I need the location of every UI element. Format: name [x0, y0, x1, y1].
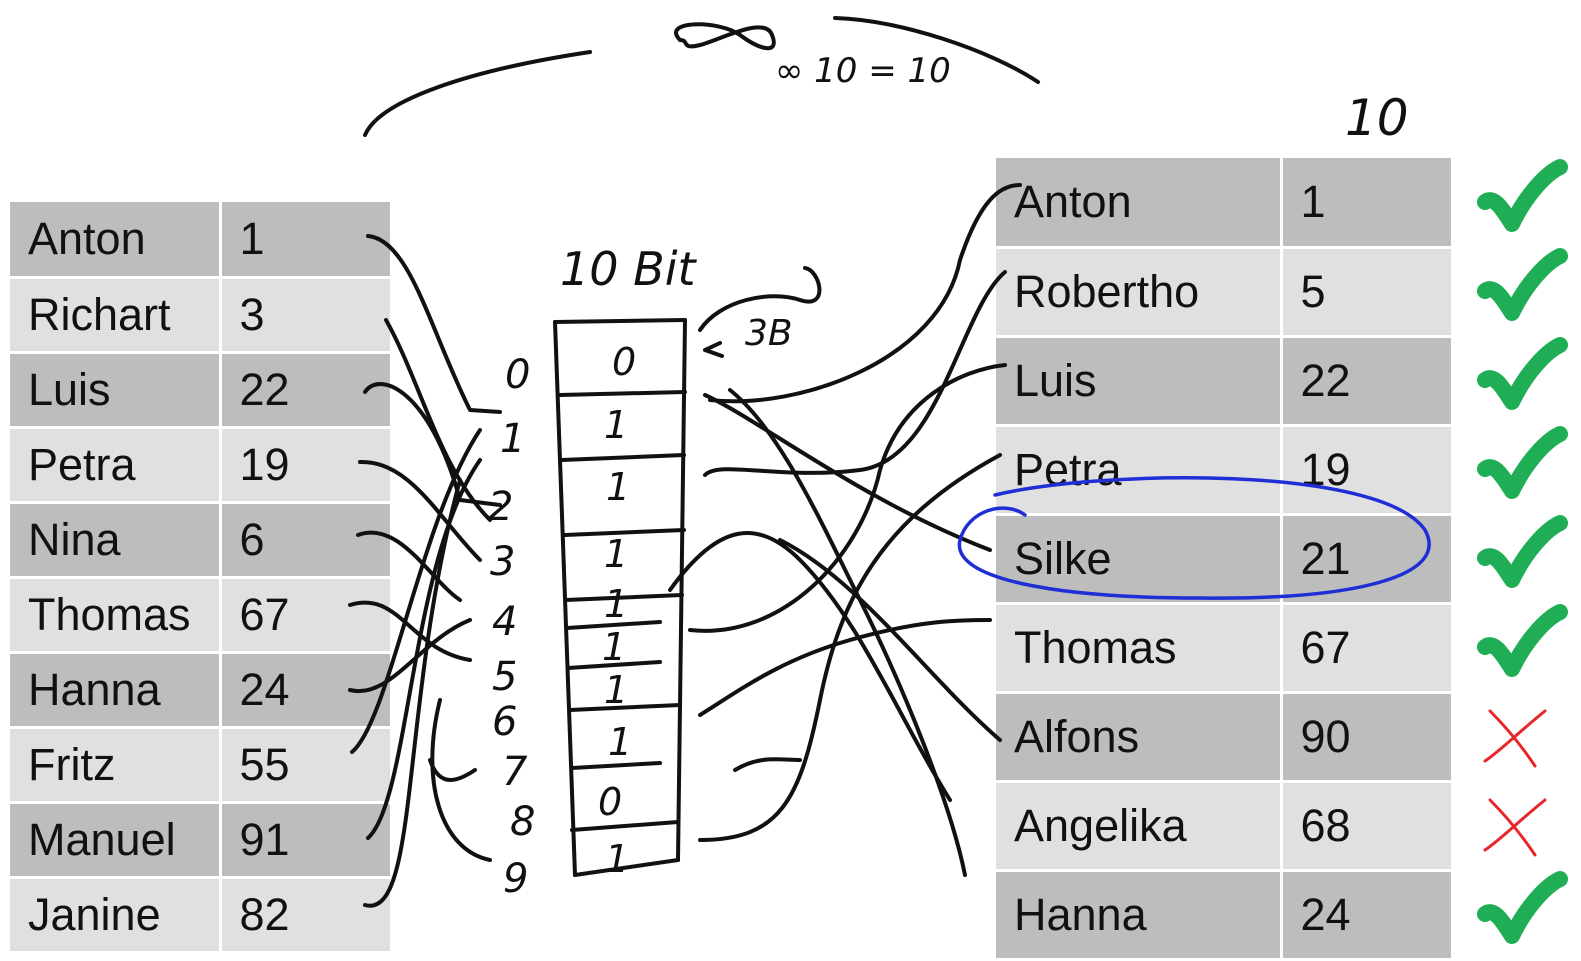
right-table-name-cell: Petra [996, 425, 1281, 516]
bitmap-bit: 1 [604, 582, 628, 626]
left-table-name-cell: Hanna [10, 652, 220, 729]
bitmap-bit: 1 [604, 532, 628, 576]
bitmap-index: 0 [505, 352, 530, 398]
highlight-circle [957, 476, 1431, 600]
bitmap-index: 1 [500, 416, 525, 462]
bitmap-index: 9 [503, 856, 528, 902]
check-icon [1477, 337, 1568, 410]
left-table-value-cell: 22 [218, 352, 390, 429]
left-table-name-cell: Janine [10, 877, 220, 954]
check-icon [1477, 515, 1568, 588]
left-table-value-cell: 91 [218, 802, 390, 879]
right-table-value-cell: 90 [1279, 692, 1451, 783]
bitmap-bit: 1 [608, 720, 632, 764]
right-table-name-cell: Thomas [996, 603, 1281, 694]
left-table-name-cell: Fritz [10, 727, 220, 804]
bitmap-bit: 1 [605, 837, 629, 881]
right-table-value-cell: 22 [1279, 336, 1451, 427]
bitmap-index: 7 [502, 749, 528, 795]
right-table-value-cell: 5 [1279, 247, 1451, 338]
left-table-name-cell: Anton [10, 202, 220, 279]
bitmap-index: 5 [492, 654, 517, 700]
right-table-name-cell: Luis [996, 336, 1281, 427]
left-table-name-cell: Luis [10, 352, 220, 429]
left-table-value-cell: 82 [218, 877, 390, 954]
right-table-name-cell: Robertho [996, 247, 1281, 338]
check-icon [1477, 604, 1568, 677]
check-icon [1477, 871, 1568, 944]
right-table-value-cell: 67 [1279, 603, 1451, 694]
bitmap-bit: 0 [598, 780, 622, 824]
right-table-name-cell: Anton [996, 158, 1281, 249]
check-icon [1477, 248, 1568, 321]
left-table-name-cell: Richart [10, 277, 220, 354]
bitmap-bit: 1 [604, 403, 628, 447]
cross-icon [1483, 709, 1547, 768]
bitmap-bit: 1 [606, 465, 630, 509]
status-marks [1477, 159, 1568, 944]
check-icon [1477, 159, 1568, 232]
left-table-value-cell: 1 [218, 202, 390, 279]
left-table-name-cell: Thomas [10, 577, 220, 654]
left-table-name-cell: Petra [10, 427, 220, 504]
left-table-value-cell: 3 [218, 277, 390, 354]
right-table-value-cell: 19 [1279, 425, 1451, 516]
bitmap-index: 6 [492, 699, 517, 745]
bitmap-side-note: 3B [745, 313, 793, 354]
left-table-value-cell: 67 [218, 577, 390, 654]
left-table-value-cell: 19 [218, 427, 390, 504]
right-table-name-cell: Angelika [996, 781, 1281, 872]
bitmap-bit: 1 [602, 625, 626, 669]
right-table-value-cell: 1 [1279, 158, 1451, 249]
left-table-value-cell: 55 [218, 727, 390, 804]
right-table-value-cell: 68 [1279, 781, 1451, 872]
right-table-name-cell: Alfons [996, 692, 1281, 783]
left-table-value-cell: 6 [218, 502, 390, 579]
bitmap-index: 8 [510, 799, 535, 845]
bitmap-index: 3 [490, 539, 515, 585]
right-table-name-cell: Hanna [996, 870, 1281, 961]
right-table-value-cell: 24 [1279, 870, 1451, 961]
bitmap-bit: 1 [604, 668, 628, 712]
left-table-name-cell: Nina [10, 502, 220, 579]
bitmap-bit: 0 [612, 340, 636, 384]
left-table-name-cell: Manuel [10, 802, 220, 879]
top-label: ∞ 10 = 10 [775, 51, 951, 91]
cross-icon [1483, 798, 1547, 857]
bitmap-title: 10 Bit [560, 242, 697, 296]
bitmap-index: 2 [488, 484, 513, 530]
check-icon [1477, 426, 1568, 499]
right-header-label: 10 [1345, 89, 1409, 147]
bitmap-index: 4 [492, 599, 517, 645]
